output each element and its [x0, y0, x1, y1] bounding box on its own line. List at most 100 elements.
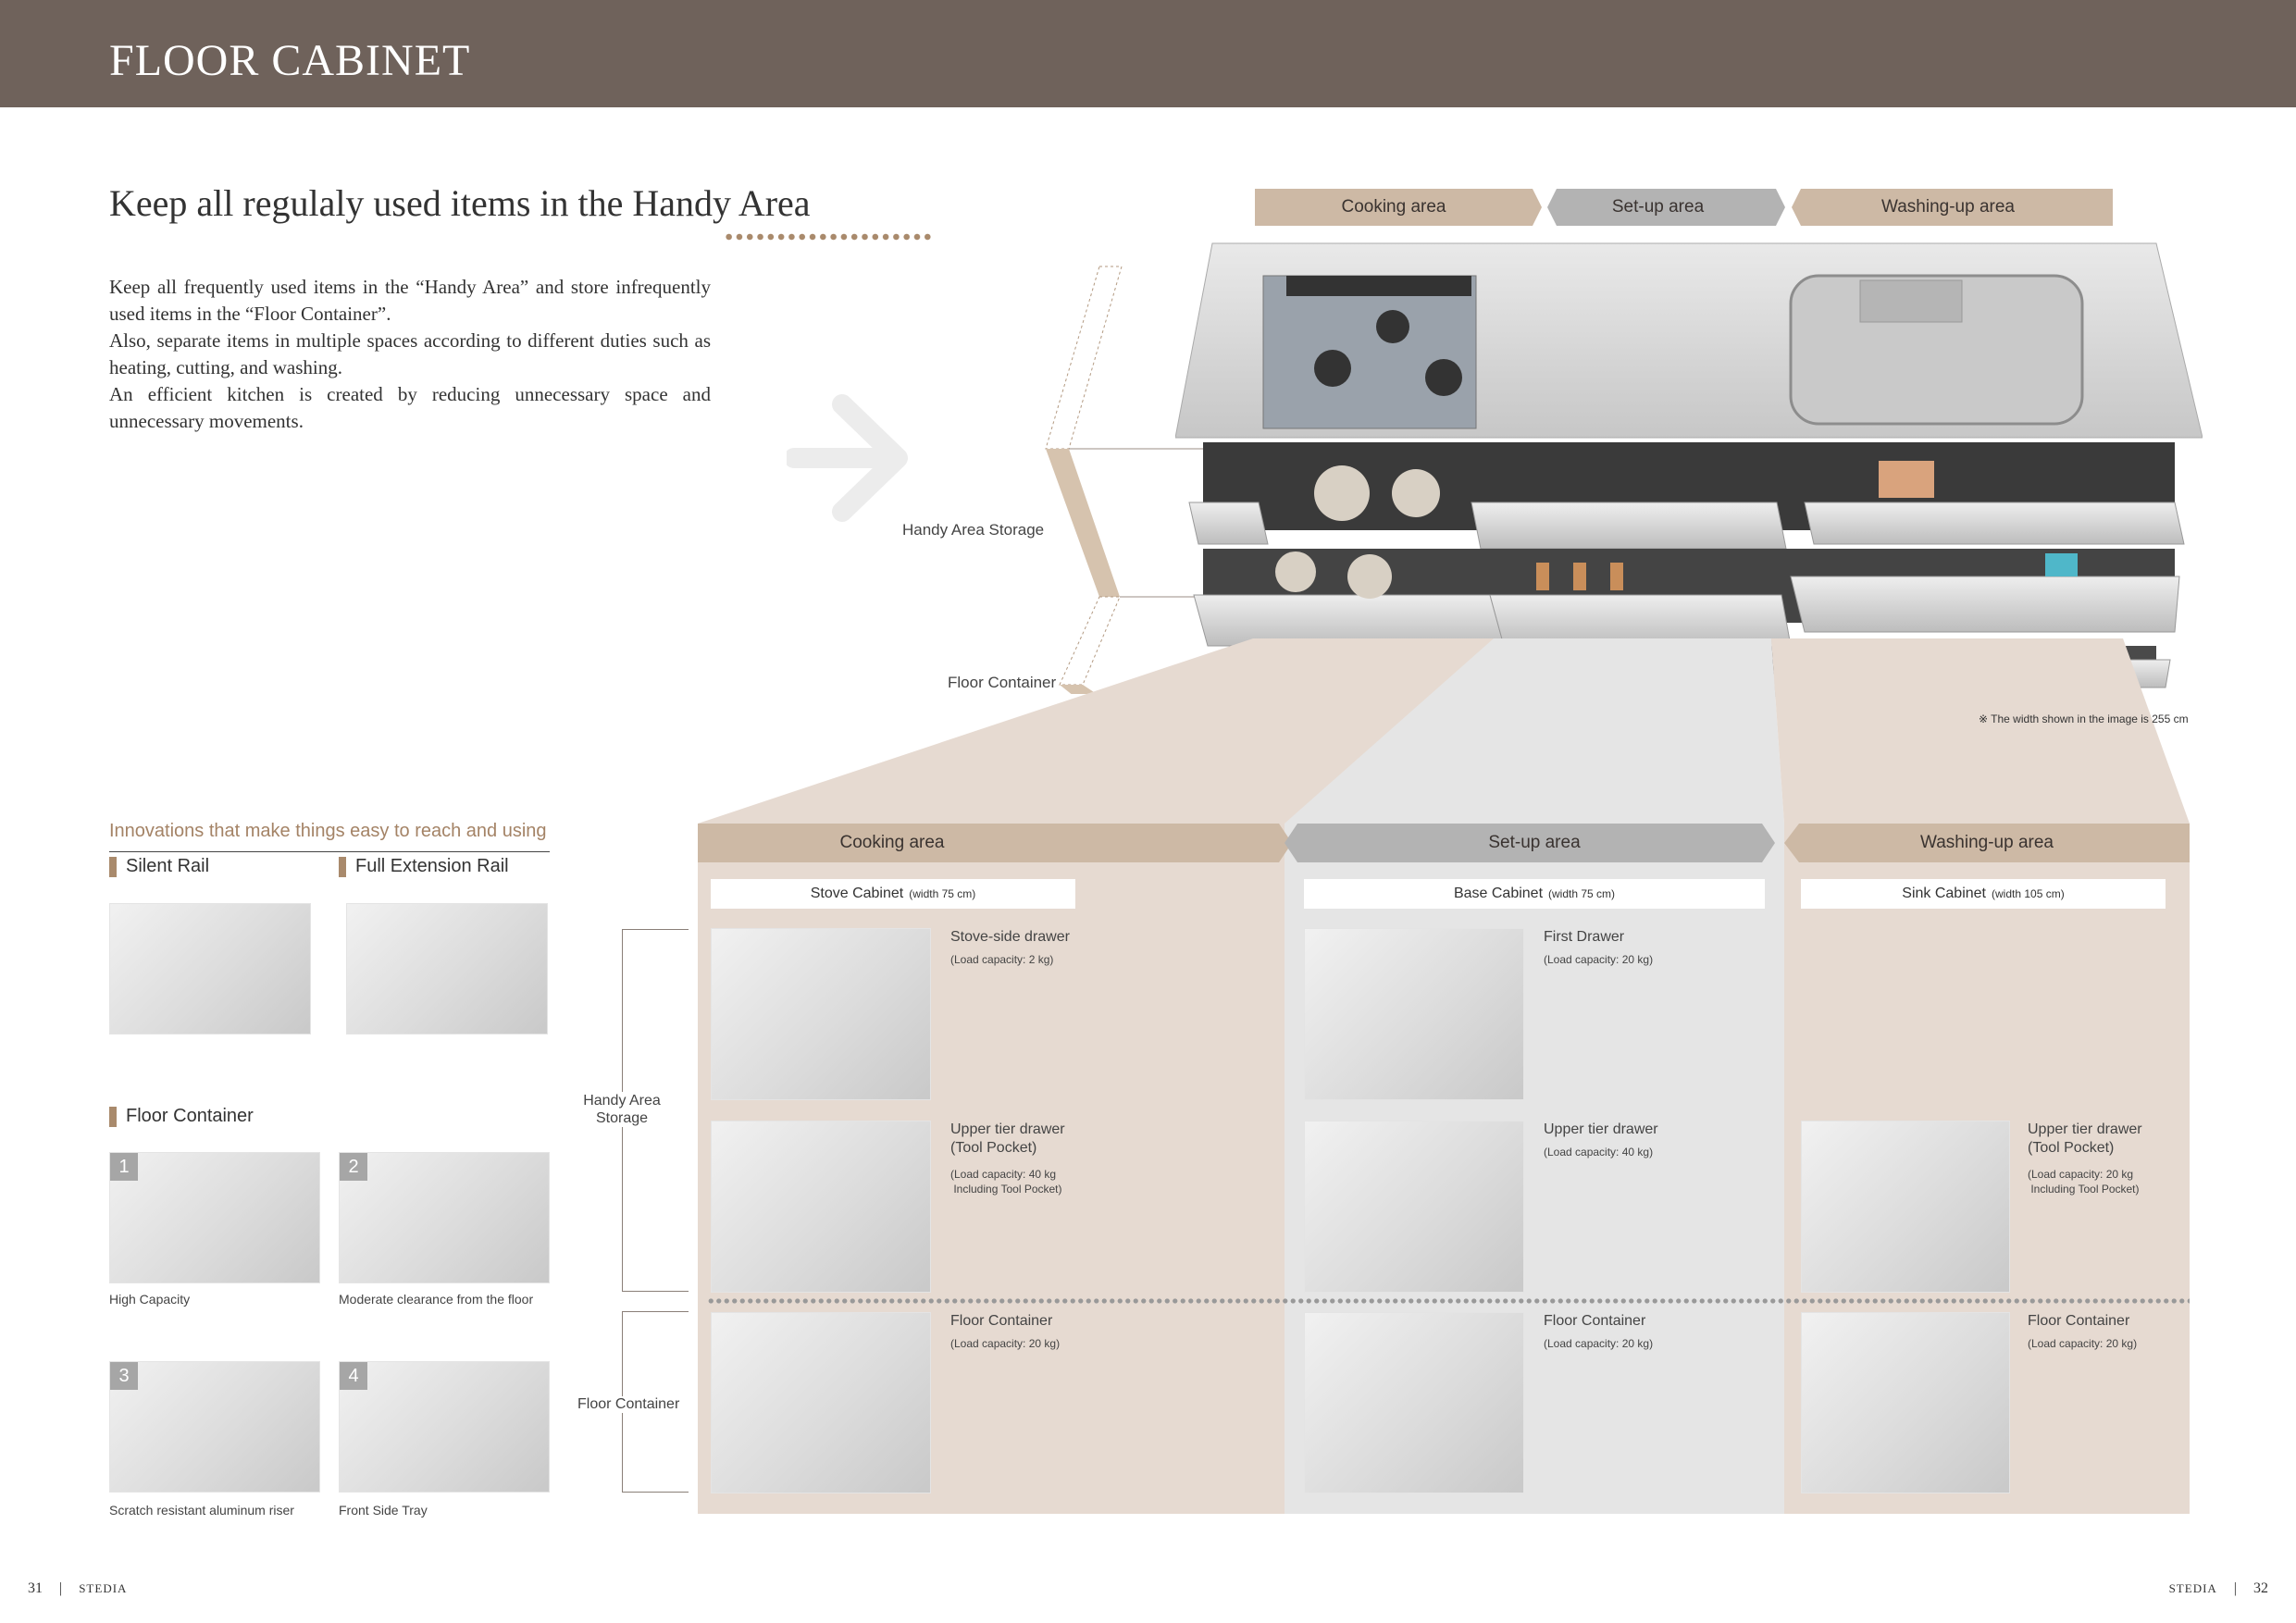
drawer-title: Stove-side drawer [950, 929, 1070, 945]
header-bar [0, 0, 2296, 107]
cooking-floor-container-photo [711, 1312, 931, 1493]
drawer-load: (Load capacity: 2 kg) [950, 953, 1054, 966]
page-title: FLOOR CABINET [109, 36, 471, 85]
storage-bracket-diagram [1045, 266, 1203, 694]
feature-caption-2: Moderate clearance from the floor [339, 1292, 534, 1307]
drawer-load: (Load capacity: 20 kg) [2028, 1337, 2138, 1350]
page-number-left: 31 [28, 1580, 43, 1596]
washing-upper-tier-photo [1801, 1121, 2010, 1293]
row-divider [707, 1298, 2190, 1304]
headline: Keep all regulaly used items in the Hand… [109, 182, 811, 224]
drawer-title: Upper tier drawer [2028, 1121, 2142, 1137]
feature-photo-1: 1 [109, 1152, 320, 1283]
cabinet-width: (width 75 cm) [1548, 887, 1616, 900]
section-ribbon [698, 824, 2190, 862]
intro-paragraph: Keep all frequently used items in the “H… [109, 276, 711, 325]
cooking-upper-tier-info: Upper tier drawer (Tool Pocket) (Load ca… [950, 1121, 1065, 1196]
drawer-load: (Load capacity: 20 kg [2028, 1168, 2134, 1181]
footer-right: STEDIA | 32 [2169, 1580, 2268, 1597]
drawer-load-note: Including Tool Pocket) [2028, 1183, 2140, 1196]
silent-rail-photo [109, 903, 311, 1035]
drawer-subtitle: (Tool Pocket) [2028, 1140, 2115, 1156]
setup-floor-container-photo [1304, 1312, 1524, 1493]
full-extension-rail-photo [346, 903, 548, 1035]
feature-photo-2: 2 [339, 1152, 550, 1283]
intro-text: Keep all frequently used items in the “H… [109, 274, 711, 435]
drawer-title: Upper tier drawer [1544, 1121, 1658, 1137]
drawer-subtitle: (Tool Pocket) [950, 1140, 1037, 1156]
number-badge: 2 [340, 1153, 367, 1181]
cabinet-width: (width 105 cm) [1992, 887, 2065, 900]
floor-container-heading: Floor Container [109, 1106, 254, 1127]
brand-right: STEDIA [2168, 1581, 2217, 1595]
heading-marker [339, 856, 346, 877]
row-label-floor: Floor Container [577, 1396, 680, 1413]
cabinet-width: (width 75 cm) [909, 887, 976, 900]
feature-photo-4: 4 [339, 1361, 550, 1493]
headline-dotted-underline [724, 233, 933, 241]
cooking-upper-tier-photo [711, 1121, 931, 1293]
cabinet-name: Base Cabinet [1453, 886, 1544, 901]
footer-separator: | [59, 1580, 63, 1596]
silent-rail-label: Silent Rail [126, 856, 210, 876]
setup-upper-tier-info: Upper tier drawer (Load capacity: 40 kg) [1544, 1121, 1658, 1159]
feature-caption-1: High Capacity [109, 1292, 191, 1307]
footer-separator: | [2233, 1580, 2237, 1596]
number-badge: 1 [110, 1153, 138, 1181]
feature-caption-4: Front Side Tray [339, 1503, 428, 1518]
cabinet-name: Stove Cabinet [810, 886, 904, 901]
floor-container-label: Floor Container [948, 674, 1057, 691]
drawer-title: Floor Container [950, 1313, 1053, 1329]
drawer-title: Floor Container [2028, 1313, 2130, 1329]
washing-floor-container-info: Floor Container (Load capacity: 20 kg) [2028, 1312, 2137, 1351]
base-cabinet-label: Base Cabinet (width 75 cm) [1304, 879, 1765, 909]
stove-side-drawer-info: Stove-side drawer (Load capacity: 2 kg) [950, 928, 1070, 967]
kitchen-cabinet-image [1175, 242, 2203, 697]
page-number-right: 32 [2253, 1580, 2268, 1596]
stove-cabinet-label: Stove Cabinet (width 75 cm) [711, 879, 1075, 909]
cabinet-name: Sink Cabinet [1902, 886, 1986, 901]
full-extension-rail-heading: Full Extension Rail [339, 856, 509, 877]
zone-ribbon [1255, 189, 2113, 226]
feature-caption-3: Scratch resistant aluminum riser [109, 1503, 294, 1518]
drawer-title: Floor Container [1544, 1313, 1646, 1329]
floor-container-heading-label: Floor Container [126, 1106, 254, 1126]
innovations-title: Innovations that make things easy to rea… [109, 821, 547, 841]
stove-side-drawer-photo [711, 928, 931, 1100]
drawer-title: First Drawer [1544, 929, 1625, 945]
zone-tab-setup: Set-up area [1611, 197, 1705, 217]
setup-floor-container-info: Floor Container (Load capacity: 20 kg) [1544, 1312, 1653, 1351]
intro-paragraph: An efficient kitchen is created by reduc… [109, 383, 711, 432]
first-drawer-photo [1304, 928, 1524, 1100]
sink-cabinet-label: Sink Cabinet (width 105 cm) [1801, 879, 2166, 909]
handy-area-label: Handy Area Storage [902, 521, 1045, 539]
footer-left: 31 | STEDIA [28, 1580, 127, 1597]
row-label-handy-line2: Storage [595, 1110, 649, 1126]
heading-marker [109, 856, 117, 877]
section-tab-washing: Washing-up area [1920, 833, 2054, 852]
heading-marker [109, 1106, 117, 1127]
silent-rail-heading: Silent Rail [109, 856, 209, 877]
zone-tab-washing: Washing-up area [1881, 197, 2015, 217]
drawer-title: Upper tier drawer [950, 1121, 1065, 1137]
first-drawer-info: First Drawer (Load capacity: 20 kg) [1544, 928, 1653, 967]
row-label-handy: Handy Area Storage [572, 1092, 672, 1127]
chevron-right-icon [787, 394, 908, 522]
width-note: ※ The width shown in the image is 255 cm [1979, 712, 2189, 725]
number-badge: 3 [110, 1362, 138, 1390]
section-tab-cooking: Cooking area [839, 833, 945, 852]
section-tab-setup: Set-up area [1488, 833, 1581, 852]
drawer-load: (Load capacity: 20 kg) [1544, 953, 1654, 966]
brand-left: STEDIA [79, 1581, 128, 1595]
drawer-load: (Load capacity: 20 kg) [1544, 1337, 1654, 1350]
full-extension-rail-label: Full Extension Rail [355, 856, 509, 876]
setup-upper-tier-photo [1304, 1121, 1524, 1293]
row-label-handy-line1: Handy Area [583, 1093, 661, 1109]
cooking-floor-container-info: Floor Container (Load capacity: 20 kg) [950, 1312, 1060, 1351]
washing-floor-container-photo [1801, 1312, 2010, 1493]
drawer-load: (Load capacity: 40 kg [950, 1168, 1057, 1181]
drawer-load: (Load capacity: 20 kg) [950, 1337, 1061, 1350]
washing-upper-tier-info: Upper tier drawer (Tool Pocket) (Load ca… [2028, 1121, 2142, 1196]
funnel-background [698, 638, 2190, 824]
zone-tab-cooking: Cooking area [1341, 197, 1446, 217]
